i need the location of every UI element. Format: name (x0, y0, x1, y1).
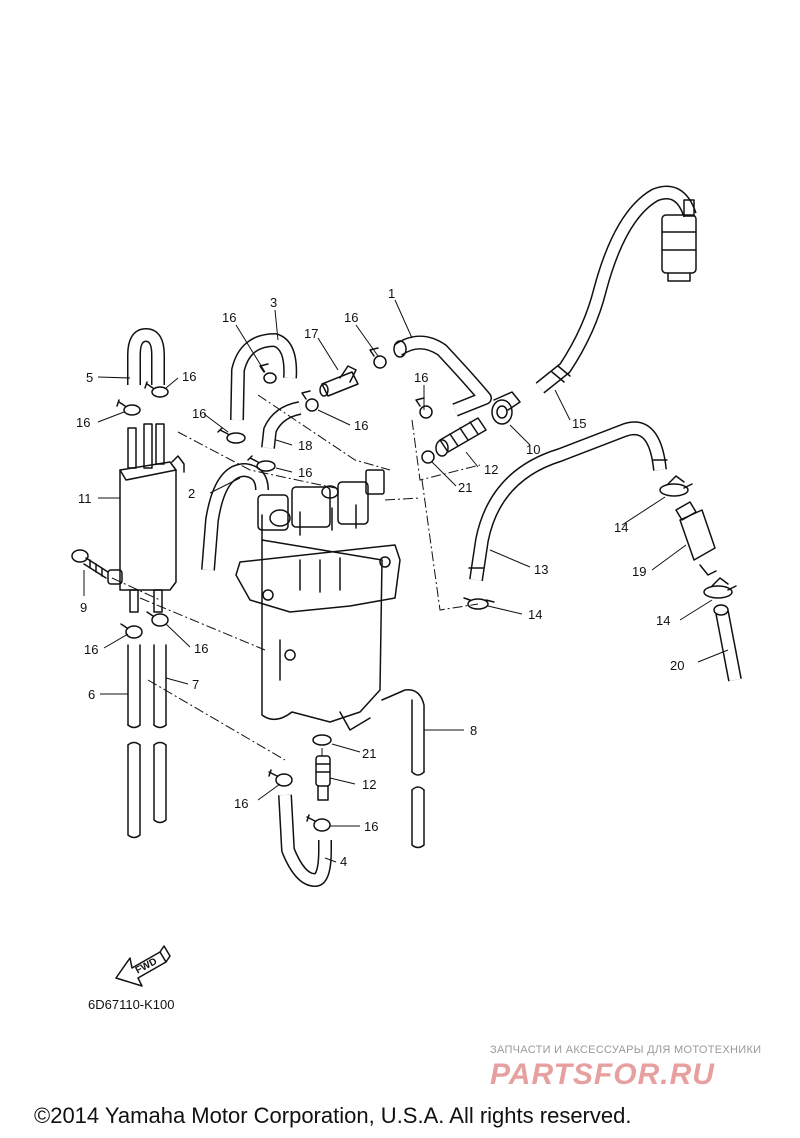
callout-labels: 1 2 3 4 5 6 7 8 9 10 11 12 12 13 14 14 1… (76, 286, 684, 869)
hose-15 (535, 185, 697, 394)
callout-16-j: 16 (194, 641, 208, 656)
hose-4 (278, 794, 332, 887)
fwd-arrow-icon: FWD (115, 945, 171, 987)
callout-8: 8 (470, 723, 477, 738)
hose-3 (230, 333, 298, 421)
fitting-12-lower (315, 755, 331, 801)
connector-10 (491, 391, 521, 425)
callout-12-upper: 12 (484, 462, 498, 477)
fitting-12-upper (435, 417, 487, 457)
callout-16-d: 16 (182, 369, 196, 384)
callout-16-f: 16 (192, 406, 206, 421)
callout-21-upper: 21 (458, 480, 472, 495)
o-ring-21-lower (312, 734, 332, 746)
callout-3: 3 (270, 295, 277, 310)
callout-10: 10 (526, 442, 540, 457)
callout-17: 17 (304, 326, 318, 341)
hose-2 (201, 463, 269, 571)
callout-16-k: 16 (234, 796, 248, 811)
hose-6 (127, 644, 141, 839)
callout-15: 15 (572, 416, 586, 431)
clip-16-set-upper (116, 347, 433, 472)
callout-1: 1 (388, 286, 395, 301)
diagram-code: 6D67110-K100 (88, 997, 175, 1012)
watermark-logo: PARTSFOR.RU (490, 1058, 715, 1091)
callout-11: 11 (78, 491, 92, 506)
clip-14-upper (659, 475, 693, 497)
filter-11 (107, 423, 185, 613)
callout-12-lower: 12 (362, 777, 376, 792)
leader-lines (83, 299, 729, 863)
hose-20 (713, 604, 742, 682)
callout-9: 9 (80, 600, 87, 615)
callout-16-l: 16 (364, 819, 378, 834)
callout-16-b: 16 (344, 310, 358, 325)
clip-14-lower (703, 577, 737, 599)
fuel-filter-19 (675, 501, 717, 576)
watermark-subtitle: ЗАПЧАСТИ И АКСЕССУАРЫ ДЛЯ МОТОТЕХНИКИ (490, 1044, 762, 1056)
callout-16-c: 16 (414, 370, 428, 385)
callout-19: 19 (632, 564, 646, 579)
callout-14-lower: 14 (656, 613, 670, 628)
callout-16-g: 16 (298, 465, 312, 480)
hose-1 (393, 335, 492, 417)
callout-16-e: 16 (76, 415, 90, 430)
callout-13: 13 (534, 562, 548, 577)
o-ring-21-upper (421, 450, 435, 464)
callout-4: 4 (340, 854, 347, 869)
clip-14-mid (463, 597, 495, 610)
hose-7 (153, 644, 167, 824)
callout-7: 7 (192, 677, 199, 692)
callout-14-upper: 14 (614, 520, 628, 535)
callout-16-i: 16 (84, 642, 98, 657)
callout-21-lower: 21 (362, 746, 376, 761)
copyright-notice: ©2014 Yamaha Motor Corporation, U.S.A. A… (34, 1103, 632, 1128)
assembly-lines (111, 394, 481, 761)
callout-18: 18 (298, 438, 312, 453)
callout-14-mid: 14 (528, 607, 542, 622)
tee-joint-17 (319, 365, 359, 397)
hose-5 (127, 328, 165, 385)
clip-16-set-lower-mid (268, 769, 331, 832)
hose-13 (468, 421, 668, 582)
callout-2: 2 (188, 486, 195, 501)
hose-8 (381, 689, 425, 849)
bolt-9 (71, 549, 109, 579)
vapor-separator (235, 469, 401, 731)
hose-18 (261, 401, 302, 449)
callout-16-h: 16 (354, 418, 368, 433)
clip-16-set-lower-left (120, 611, 169, 639)
callout-5: 5 (86, 370, 93, 385)
callout-16-a: 16 (222, 310, 236, 325)
callout-20: 20 (670, 658, 684, 673)
callout-6: 6 (88, 687, 95, 702)
